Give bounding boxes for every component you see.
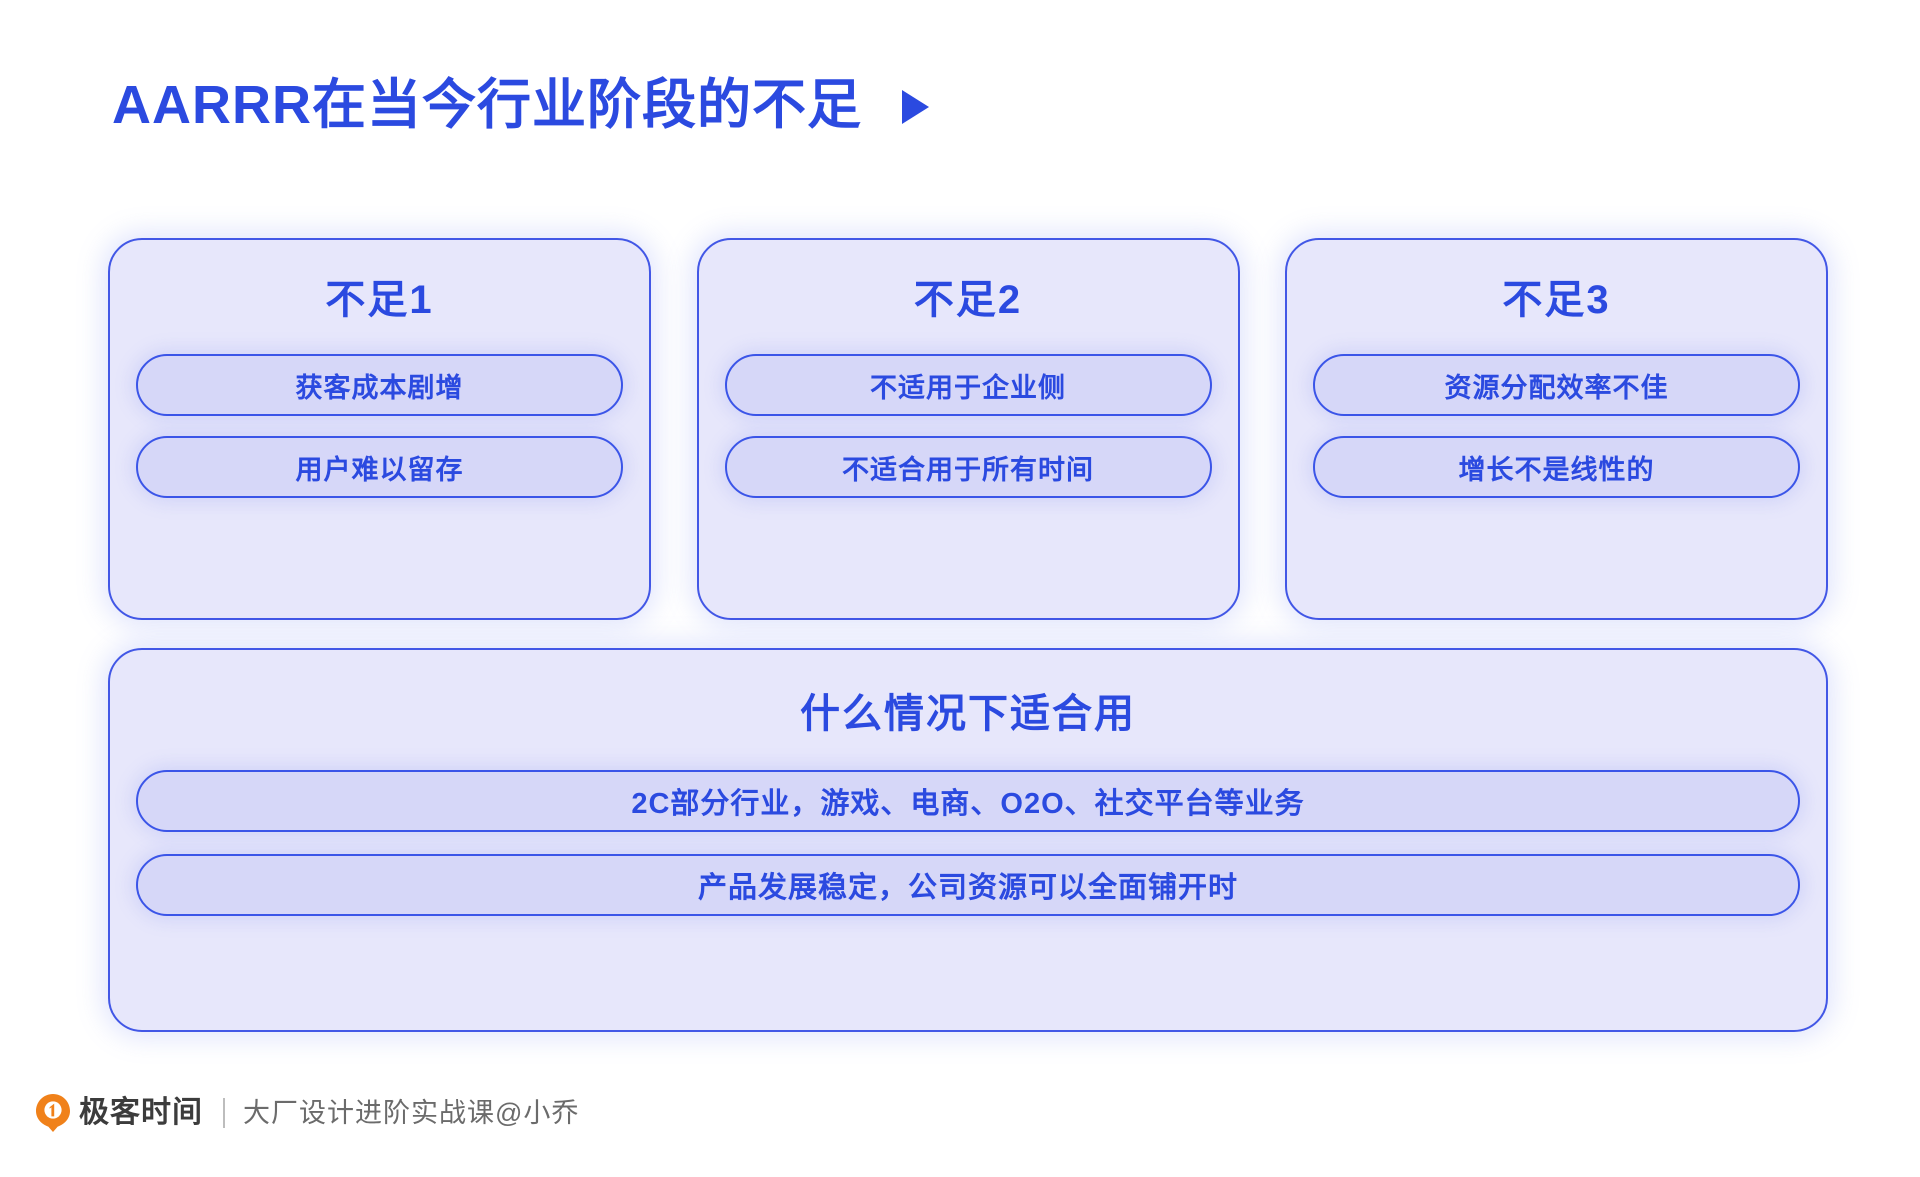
wide-card-item-list: 2C部分行业，游戏、电商、O2O、社交平台等业务 产品发展稳定，公司资源可以全面…: [110, 770, 1826, 916]
footer-brand-name: 极客时间: [79, 1096, 203, 1129]
shortcoming-card-2: 不足2 不适用于企业侧 不适合用于所有时间: [696, 238, 1240, 620]
card-item-list: 不适用于企业侧 不适合用于所有时间: [699, 354, 1238, 498]
card-item-pill[interactable]: 不适合用于所有时间: [724, 436, 1212, 498]
card-item-list: 获客成本剧增 用户难以留存: [110, 354, 649, 498]
card-item-pill[interactable]: 增长不是线性的: [1313, 436, 1800, 498]
card-item-pill[interactable]: 获客成本剧增: [136, 354, 623, 416]
wide-card-item-pill[interactable]: 产品发展稳定，公司资源可以全面铺开时: [136, 854, 1800, 916]
wide-card-item-pill[interactable]: 2C部分行业，游戏、电商、O2O、社交平台等业务: [136, 770, 1800, 832]
shortcoming-cards-row: 不足1 获客成本剧增 用户难以留存 不足2 不适用于企业侧 不适合用于所有时间 …: [108, 238, 1828, 620]
shortcoming-card-3: 不足3 资源分配效率不佳 增长不是线性的: [1285, 238, 1828, 620]
suitable-scenarios-card: 什么情况下适合用 2C部分行业，游戏、电商、O2O、社交平台等业务 产品发展稳定…: [108, 648, 1828, 1032]
play-triangle-icon: [902, 90, 929, 124]
geekbang-pin-logo-icon: [36, 1094, 70, 1132]
footer: 极客时间 大厂设计进阶实战课@小乔: [36, 1088, 579, 1138]
card-item-pill[interactable]: 用户难以留存: [136, 436, 623, 498]
card-title: 不足1: [325, 278, 434, 322]
footer-divider: [223, 1098, 225, 1128]
card-item-pill[interactable]: 资源分配效率不佳: [1313, 354, 1800, 416]
card-title: 不足2: [913, 278, 1023, 322]
wide-card-title: 什么情况下适合用: [800, 692, 1136, 736]
card-item-list: 资源分配效率不佳 增长不是线性的: [1287, 354, 1826, 498]
page-title-text: AARRR在当今行业阶段的不足: [112, 75, 862, 135]
card-item-pill[interactable]: 不适用于企业侧: [724, 354, 1212, 416]
page-title: AARRR在当今行业阶段的不足: [112, 78, 929, 132]
card-title: 不足3: [1502, 278, 1611, 322]
shortcoming-card-1: 不足1 获客成本剧增 用户难以留存: [108, 238, 651, 620]
footer-course-name: 大厂设计进阶实战课@小乔: [243, 1097, 580, 1128]
